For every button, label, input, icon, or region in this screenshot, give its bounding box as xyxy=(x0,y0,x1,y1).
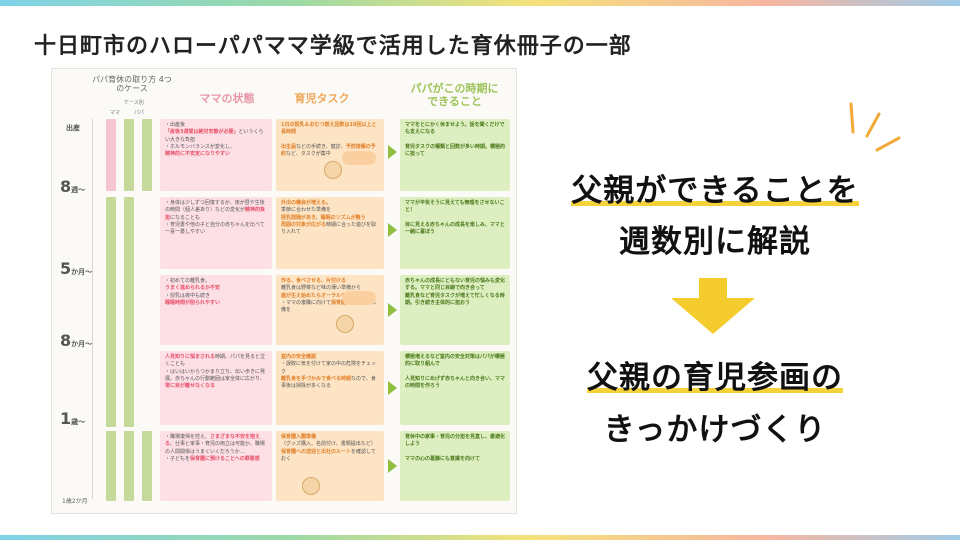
mama-row-3: ・初めての離乳食。うまく進められるか不安・授乳は夜中も続き睡眠時間が削られやすい xyxy=(160,275,272,345)
top-color-strip xyxy=(0,0,960,6)
axis-label-8weeks: 8週〜 xyxy=(60,177,86,196)
booklet-figure: パパ育休の取り方 4つのケース ママ パパ ケース別 ママの状態 育児タスク パ… xyxy=(51,68,517,514)
case-bar-papa-2 xyxy=(124,197,134,427)
task-row-3: 作る、食べさせる、片付ける離乳食は野菜など味の薄い準備から歯が生え始めたらオーラ… xyxy=(276,275,384,345)
case-bar-mama-1 xyxy=(106,119,116,191)
papa-row-3: 赤ちゃんの成長にともない育児の悩みも変化する。ママと同じ目線で向き合って離乳食な… xyxy=(400,275,510,345)
column-title-task: 育児タスク xyxy=(294,92,350,105)
speech-bubble xyxy=(342,151,376,165)
case-bar-mama-2 xyxy=(106,197,116,427)
column-title-papa: パパがこの時期に できること xyxy=(410,82,499,108)
tag-papa: パパ xyxy=(134,110,145,116)
arrow-right-icon xyxy=(388,223,397,237)
case-bar-papa-1 xyxy=(124,119,134,191)
mama-row-2: ・身体は少しずつ回復するが、夜が昼や生後の時間（個人差あり）などの変化が精神的負… xyxy=(160,197,272,269)
message-line-4: きっかけづくり xyxy=(603,412,827,448)
mama-row-4: 人見知りに悩まされる時期。パパを見ると泣くことも・はいはいからつかまり立ち、伝い… xyxy=(160,351,272,425)
axis-label-8months: 8か月〜 xyxy=(60,331,93,350)
arrow-right-icon xyxy=(388,145,397,159)
mama-row-1: ・出産後「産後3週間は絶対安静が必要」というくらい大きな負担・ホルモンバランスが… xyxy=(160,119,272,191)
booklet-header-note: パパ育休の取り方 4つのケース xyxy=(92,75,172,94)
tag-mama: ママ xyxy=(110,110,121,116)
case-bar-papa-4 xyxy=(142,119,152,191)
mama-row-5: ・職場復帰を控え、さまざまな不安を抱える。仕事と家事・育児の両立は可能か、職場の… xyxy=(160,431,272,501)
case-bar-papa-5 xyxy=(142,431,152,501)
axis-label-1year: 1歳〜 xyxy=(60,409,86,428)
sparkle-icon xyxy=(849,102,901,152)
arrow-right-icon xyxy=(388,459,397,473)
tag-case: ケース別 xyxy=(124,100,144,106)
column-title-mama: ママの状態 xyxy=(199,92,255,105)
papa-row-4: 積極増えるなど室内の安全対策はパパが積極的に取り組んで人見知りにめげず赤ちゃんと… xyxy=(400,351,510,425)
baby-face-illustration xyxy=(302,477,320,495)
slide-title: 十日町市のハローパパママ学級で活用した育休冊子の一部 xyxy=(34,34,632,59)
axis-label-5months: 5か月〜 xyxy=(60,259,93,278)
message-line-2: 週数別に解説 xyxy=(619,224,811,260)
papa-row-5: 育休中の家事・育児の分担を見直し、最適化しようママの心の葛藤にも意識を向けて xyxy=(400,431,510,501)
task-row-2: 外出の機会が増える。季節に合わせた準備を授乳間隔があき、睡眠のリズムが整う周囲の… xyxy=(276,197,384,269)
baby-face-illustration xyxy=(324,161,342,179)
booklet-bottom-note: 1歳2か月 xyxy=(62,498,88,505)
task-row-5: 保育園入園準備（グッズ購入、名前付け、書類提出など）保育園への送迎と出社のルート… xyxy=(276,431,384,501)
case-bar-mama-3 xyxy=(106,431,116,501)
message-line-3: 父親の育児参画の xyxy=(587,360,843,396)
speech-bubble xyxy=(342,291,376,305)
bottom-color-strip xyxy=(0,535,960,540)
papa-row-1: ママをとにかく休ませよう。話を聞くだけでも支えになる育児タスクの種類と回数が多い… xyxy=(400,119,510,191)
task-row-4: 室内の安全確認・誤飲に気を付けて家の中の危険をチェック離乳食を手づかみで食べる時… xyxy=(276,351,384,425)
message-line-1: 父親ができることを xyxy=(571,173,859,209)
axis-label-birth: 出産 xyxy=(66,124,80,132)
arrow-right-icon xyxy=(388,303,397,317)
arrow-right-icon xyxy=(388,381,397,395)
papa-row-2: ママが平気そうに見えても無理をさせないこと！目に見える赤ちゃんの成長を楽しみ、マ… xyxy=(400,197,510,269)
down-arrow-icon xyxy=(671,278,755,334)
timeline-axis xyxy=(92,119,93,499)
baby-face-illustration xyxy=(336,315,354,333)
case-bar-papa-3 xyxy=(124,431,134,501)
